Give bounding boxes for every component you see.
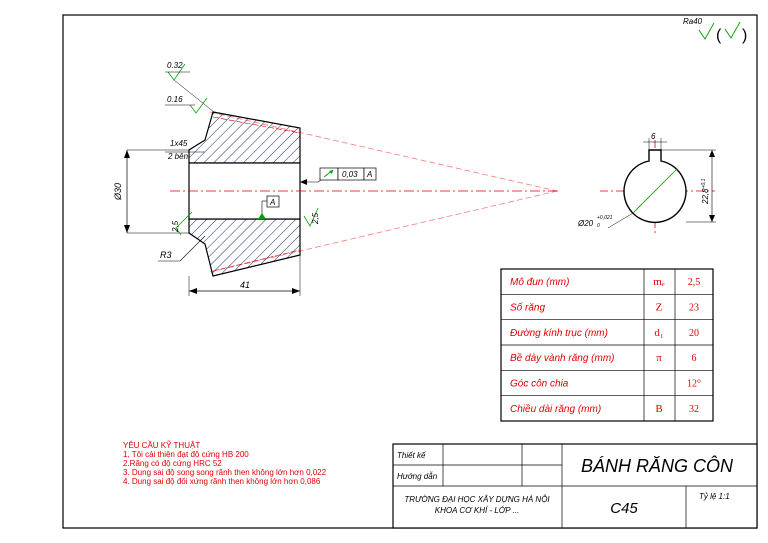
upper-gear-section xyxy=(188,111,301,164)
length-label: 41 xyxy=(240,280,250,290)
school-line-1: TRƯỜNG ĐẠI HỌC XÂY DỰNG HÀ NỘI xyxy=(404,495,550,504)
param-symbol: π xyxy=(656,352,662,364)
keyway-width-dim: 6 xyxy=(643,132,667,150)
keyway-width-label: 6 xyxy=(651,132,656,141)
datum-a-marker: A xyxy=(258,195,280,219)
advisor-label: Hướng dẫn xyxy=(397,472,438,481)
requirement-1: 1, Tôi cải thiện đạt độ cứng HB 200 xyxy=(123,450,249,459)
requirements-title: YÊU CẦU KỸ THUẬT xyxy=(123,440,200,450)
bore-diameter-dim: Ø30 xyxy=(113,149,189,234)
svg-text:): ) xyxy=(742,27,747,44)
shaft-diameter-dim: Ø20 +0,021 0 xyxy=(577,215,613,229)
gear-section-view xyxy=(170,111,560,277)
title-block: Thiết kế Hướng dẫn TRƯỜNG ĐẠI HỌC XÂY DỰ… xyxy=(392,443,758,529)
param-name: Đường kính trục (mm) xyxy=(510,328,608,339)
param-value: 23 xyxy=(689,303,699,314)
roughness-back-value: 2,5 xyxy=(311,212,320,225)
param-name: Góc côn chia xyxy=(510,379,569,390)
scale-label: Tỷ lệ 1:1 xyxy=(699,492,730,501)
param-value: 12° xyxy=(687,379,701,390)
chamfer-line1: 1x45 xyxy=(170,139,188,148)
roughness-face-b: 0.16 xyxy=(165,95,208,114)
roughness-face-a: 0.32 xyxy=(165,61,215,113)
general-roughness: Ra40 ( ) xyxy=(683,17,747,44)
fillet-note: R3 xyxy=(158,235,206,262)
roughness-back: 2,5 xyxy=(303,207,320,227)
datum-a-label: A xyxy=(269,198,275,207)
length-dim: 41 xyxy=(188,255,301,296)
keyway-depth-tol: +0,1 xyxy=(701,178,707,188)
drawing-title: BÁNH RĂNG CÔN xyxy=(581,455,734,476)
bore-dia-label: Ø30 xyxy=(113,183,123,201)
param-symbol: d₁ xyxy=(654,327,664,339)
designer-label: Thiết kế xyxy=(397,451,426,460)
keyway-profile xyxy=(623,149,687,224)
school-line-2: KHOA CƠ KHÍ - LỚP ... xyxy=(435,506,519,515)
param-name: Số răng xyxy=(510,302,545,314)
keyway-depth-dim: 22,8+0,1 xyxy=(661,149,716,223)
shaft-tol-upper: +0,021 xyxy=(597,215,613,221)
technical-requirements: YÊU CẦU KỸ THUẬT 1, Tôi cải thiện đạt độ… xyxy=(123,440,327,486)
keyway-depth-label: 22,8 xyxy=(701,188,710,205)
param-symbol: mₑ xyxy=(653,276,665,288)
requirement-3: 3. Dung sai độ song song rãnh then không… xyxy=(123,468,327,477)
requirement-2: 2.Răng có độ cứng HRC 52 xyxy=(123,459,222,468)
chamfer-line2: 2 bên xyxy=(167,152,189,161)
roughness-bore: 2,5 xyxy=(171,211,193,236)
param-value: 2,5 xyxy=(688,277,701,288)
param-name: Chiều dài răng (mm) xyxy=(510,403,601,415)
param-name: Bề dày vành răng (mm) xyxy=(510,352,615,364)
param-symbol: B xyxy=(655,403,662,415)
shaft-tol-lower: 0 xyxy=(597,223,600,229)
svg-text:(: ( xyxy=(716,27,722,44)
chamfer-note: 1x45 2 bên xyxy=(165,139,205,161)
lower-gear-section xyxy=(188,218,301,277)
roughness-bore-value: 2,5 xyxy=(171,220,180,233)
requirement-4: 4. Dung sai độ đối xứng rãnh then không … xyxy=(123,477,321,486)
runout-value: 0,03 xyxy=(342,170,358,179)
ra-label: Ra40 xyxy=(683,17,703,26)
material-label: C45 xyxy=(610,500,638,517)
param-value: 6 xyxy=(692,353,697,364)
param-symbol: Z xyxy=(656,302,663,314)
shaft-dia-label: Ø20 xyxy=(577,219,594,228)
fillet-label: R3 xyxy=(160,250,172,260)
param-value: 20 xyxy=(689,328,699,339)
runout-datum: A xyxy=(366,170,372,179)
param-name: Mô đun (mm) xyxy=(510,277,569,288)
roughness-face-a-value: 0.32 xyxy=(167,61,183,70)
param-value: 32 xyxy=(689,404,699,415)
runout-tolerance: 0,03 A xyxy=(300,167,377,185)
side-view xyxy=(600,140,715,236)
roughness-face-b-value: 0.16 xyxy=(167,95,183,104)
svg-text:22,8+0,1: 22,8+0,1 xyxy=(701,178,710,205)
